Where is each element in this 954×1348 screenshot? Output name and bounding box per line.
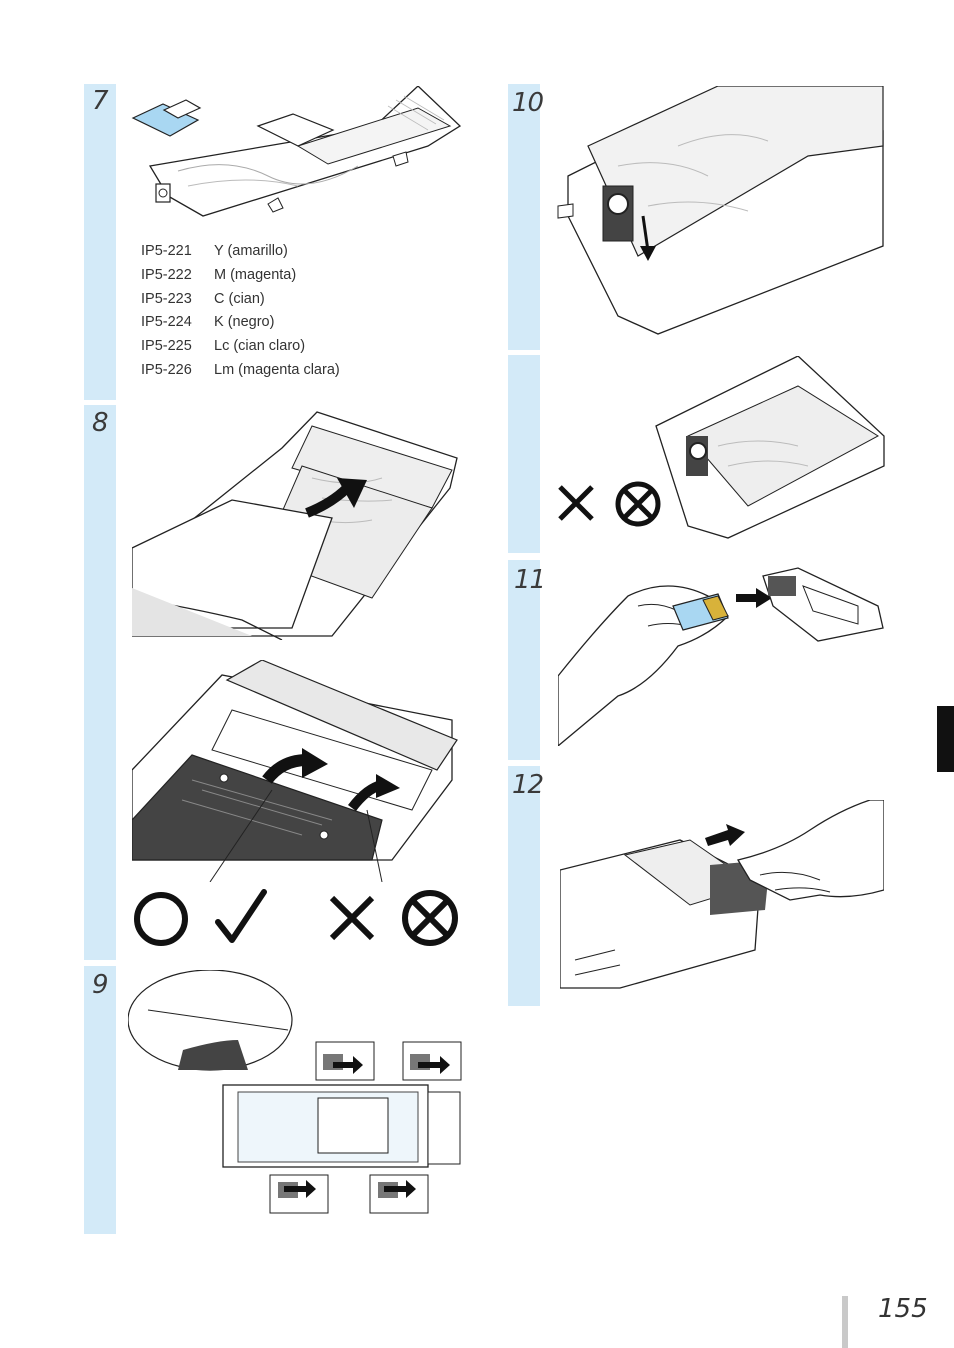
tray-compare-illustration <box>132 660 462 882</box>
tray-chip-slide-illustration <box>560 800 884 990</box>
cartridge-row: IP5-223 C (cian) <box>141 291 340 315</box>
cartridge-color: Lm (magenta clara) <box>214 361 340 378</box>
cartridge-code: IP5-222 <box>141 266 192 283</box>
cartridge-color: K (negro) <box>214 314 275 331</box>
section-thumb-tab <box>937 706 954 772</box>
step-number-7: 7 <box>92 86 109 116</box>
step-bar-7 <box>84 84 116 400</box>
cartridge-row: IP5-224 K (negro) <box>141 314 340 338</box>
circle-cross-icon <box>613 479 663 529</box>
cartridge-row: IP5-226 Lm (magenta clara) <box>141 362 340 386</box>
cartridge-code: IP5-226 <box>141 361 192 378</box>
circle-cross-icon <box>400 888 460 948</box>
step-number-9: 9 <box>92 970 109 1000</box>
cartridge-color: C (cian) <box>214 290 265 307</box>
pack-into-tray-illustration <box>548 86 888 336</box>
page-number: 155 <box>878 1294 928 1324</box>
cartridge-code: IP5-224 <box>141 314 192 331</box>
step-bar-10 <box>508 84 540 350</box>
step-bar-8 <box>84 405 116 960</box>
check-icon <box>212 888 268 948</box>
cartridge-code: IP5-221 <box>141 243 192 259</box>
cartridge-code: IP5-223 <box>141 290 192 307</box>
page-number-rule <box>842 1296 848 1348</box>
step-number-10: 10 <box>512 88 544 118</box>
circle-ok-icon <box>132 890 190 948</box>
step-number-8: 8 <box>92 408 109 438</box>
tray-top-view-illustration <box>128 970 468 1220</box>
cartridge-color: M (magenta) <box>214 266 297 283</box>
step-bar-11 <box>508 560 540 760</box>
cartridge-code: IP5-225 <box>141 338 192 355</box>
ink-pack-illustration <box>128 86 468 226</box>
wrong-pack-illustration <box>648 356 888 542</box>
cartridge-row: IP5-221 Y (amarillo) <box>141 243 340 267</box>
cartridge-row: IP5-222 M (magenta) <box>141 267 340 291</box>
step-number-11: 11 <box>514 565 546 595</box>
tray-insert-illustration <box>132 408 462 640</box>
cartridge-list: IP5-221 Y (amarillo) IP5-222 M (magenta) I… <box>141 243 340 386</box>
cartridge-row: IP5-225 Lc (cian claro) <box>141 338 340 362</box>
cross-icon <box>326 892 378 944</box>
step-bar-12 <box>508 766 540 1006</box>
cartridge-color: Lc (cian claro) <box>214 338 306 355</box>
step-bar-10b <box>508 355 540 553</box>
chip-insert-illustration <box>558 566 888 746</box>
cross-icon <box>555 482 597 524</box>
step-number-12: 12 <box>512 770 544 800</box>
step-bar-9 <box>84 966 116 1234</box>
cartridge-color: Y (amarillo) <box>214 243 288 259</box>
